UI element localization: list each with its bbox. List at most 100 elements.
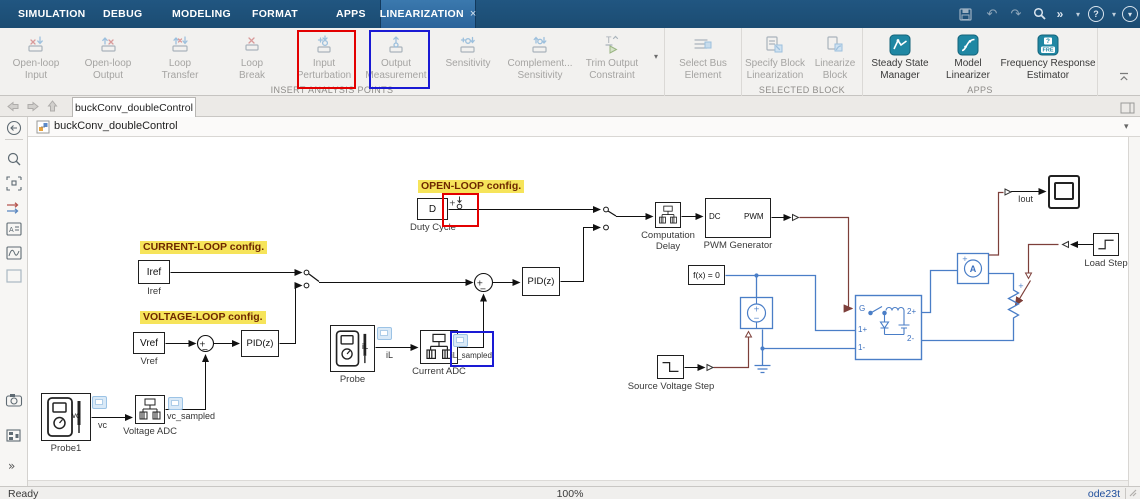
document-tab-buckconv[interactable]: buckConv_doubleControl	[72, 97, 196, 118]
annotation-current-loop[interactable]: CURRENT-LOOP config.	[140, 241, 268, 254]
fit-to-view-icon[interactable]	[6, 176, 22, 191]
screenshot-icon[interactable]	[5, 394, 23, 407]
area-box-icon[interactable]	[6, 269, 22, 283]
pid-current-block[interactable]: PID(z)	[522, 267, 560, 296]
nav-up-icon[interactable]	[46, 99, 59, 118]
help-caret-icon[interactable]: ▾	[1111, 9, 1116, 19]
undo-icon[interactable]: ↶	[986, 6, 998, 21]
annotation-icon[interactable]: A	[6, 222, 22, 236]
duty-cycle-block[interactable]: D	[417, 198, 448, 220]
solver-indicator[interactable]: ode23t	[1087, 488, 1120, 499]
layouts-icon[interactable]: »	[1056, 7, 1064, 21]
select-bus-element-button[interactable]: Select Bus Element	[665, 28, 741, 82]
sum-voltage-loop[interactable]: + −	[196, 334, 215, 355]
search-icon[interactable]	[1032, 0, 1048, 28]
redo-icon[interactable]: ↷	[1010, 6, 1022, 21]
iref-block[interactable]: Iref	[138, 260, 170, 284]
scope-block[interactable]	[1048, 175, 1080, 209]
signal-badge-icon[interactable]	[92, 396, 107, 409]
nav-forward-icon[interactable]	[26, 100, 40, 118]
perturbation-marker-icon: +	[449, 196, 463, 210]
vref-block[interactable]: Vref	[133, 332, 165, 354]
model-canvas[interactable]: + − + −	[28, 137, 1128, 480]
annotation-open-loop[interactable]: OPEN-LOOP config.	[418, 180, 525, 193]
analysis-points-overflow-button[interactable]: ▾	[653, 51, 658, 61]
signal-badge-icon[interactable]	[377, 327, 392, 340]
image-annotation-icon[interactable]	[6, 246, 22, 260]
load-step-block[interactable]	[1093, 233, 1119, 256]
zoom-icon[interactable]	[7, 152, 21, 166]
pwm-in-port-label: DC	[709, 212, 721, 221]
duty-cycle-highlight-box	[442, 193, 479, 227]
resize-grip[interactable]	[1128, 488, 1138, 498]
svg-text:−: −	[202, 345, 209, 354]
tab-format[interactable]: FORMAT	[252, 8, 298, 20]
probe-block[interactable]	[330, 325, 375, 372]
section-bus: Select Bus Element	[665, 28, 742, 96]
converter-block[interactable]	[854, 294, 923, 361]
nav-back-icon[interactable]	[6, 100, 20, 118]
loop-break-button[interactable]: Loop Break	[216, 28, 288, 82]
subsystem-badge-icon[interactable]	[6, 429, 21, 442]
layouts-caret-icon[interactable]: ▾	[1075, 9, 1080, 19]
specify-block-linearization-button[interactable]: Specify Block Linearization	[742, 28, 808, 82]
current-sensor-block[interactable]: A +	[956, 252, 990, 285]
signal-routing-icon[interactable]	[7, 202, 19, 214]
il-signal-label[interactable]: iL	[386, 350, 394, 360]
tab-linearization-active[interactable]: LINEARIZATION ×	[380, 0, 476, 28]
trim-output-constraint-button[interactable]: T Trim Output Constraint	[585, 35, 639, 81]
computation-delay-block[interactable]	[655, 202, 681, 228]
loop-transfer-button[interactable]: Loop Transfer	[144, 28, 216, 82]
controlled-voltage-source-block[interactable]: + −	[739, 296, 774, 330]
complementary-sensitivity-button[interactable]: Complement... Sensitivity	[504, 28, 576, 82]
linearize-block-button[interactable]: Linearize Block	[808, 28, 862, 82]
pid-voltage-block[interactable]: PID(z)	[241, 330, 279, 357]
hide-browser-icon[interactable]	[6, 120, 22, 136]
svg-text:−: −	[753, 314, 759, 323]
save-icon[interactable]	[956, 0, 974, 28]
il-sampled-signal-label[interactable]: iL_sampled	[451, 351, 492, 360]
sum-current-loop[interactable]: + −	[473, 272, 494, 294]
solver-configuration-block[interactable]: f(x) = 0	[688, 265, 725, 285]
help-icon[interactable]: ?	[1088, 0, 1104, 28]
minimize-toolstrip-icon[interactable]: ▾	[1122, 0, 1138, 28]
manual-switch-current-loop[interactable]	[303, 269, 320, 289]
signal-badge-icon[interactable]	[453, 334, 468, 347]
breadcrumb-dropdown-icon[interactable]: ▾	[1124, 121, 1129, 131]
signal-badge-icon[interactable]	[168, 397, 183, 410]
collapse-ribbon-icon[interactable]	[1118, 69, 1130, 87]
manual-switch-open-loop[interactable]	[603, 206, 617, 231]
expand-palette-icon[interactable]: »	[8, 459, 15, 473]
output-measurement-button[interactable]: Output Measurement	[360, 28, 432, 82]
tab-apps[interactable]: APPS	[336, 8, 366, 20]
svg-text:A: A	[970, 264, 977, 274]
status-bar: Ready 100% ode23t	[0, 486, 1140, 499]
tab-modeling[interactable]: MODELING	[172, 8, 231, 20]
vc-signal-label[interactable]: vc	[98, 420, 107, 430]
probe-label: Probe	[339, 374, 366, 385]
open-loop-output-button[interactable]: Open-loop Output	[72, 28, 144, 82]
pwm-generator-block[interactable]	[705, 198, 771, 238]
frequency-response-estimator-button[interactable]: ?FRE Frequency Response Estimator	[999, 28, 1097, 82]
source-voltage-step-label: Source Voltage Step	[627, 381, 715, 392]
input-perturbation-button[interactable]: Input Perturbation	[288, 28, 360, 82]
tab-simulation[interactable]: SIMULATION	[18, 8, 86, 20]
iout-signal-label[interactable]: Iout	[1018, 194, 1034, 204]
breadcrumb-model-name[interactable]: buckConv_doubleControl	[54, 120, 178, 132]
right-scroll-strip[interactable]	[1128, 137, 1140, 486]
close-tab-icon[interactable]: ×	[469, 8, 477, 20]
model-linearizer-button[interactable]: Model Linearizer	[937, 28, 999, 82]
vc-sampled-signal-label[interactable]: vc_sampled	[167, 411, 216, 421]
sensitivity-button[interactable]: Sensitivity	[432, 28, 504, 70]
panel-layout-icon[interactable]	[1120, 101, 1135, 119]
zoom-level[interactable]: 100%	[556, 488, 584, 499]
linearization-ribbon: Open-loop Input Open-loop Output Loop Tr…	[0, 28, 1140, 96]
voltage-adc-block[interactable]	[135, 395, 165, 424]
steady-state-manager-button[interactable]: Steady State Manager	[863, 28, 937, 82]
probe1-block[interactable]	[41, 393, 91, 441]
open-loop-input-button[interactable]: Open-loop Input	[0, 28, 72, 82]
annotation-voltage-loop[interactable]: VOLTAGE-LOOP config.	[140, 311, 266, 324]
tab-debug[interactable]: DEBUG	[103, 8, 143, 20]
horizontal-scrollbar[interactable]	[28, 480, 1128, 486]
source-voltage-step-block[interactable]	[657, 355, 684, 379]
